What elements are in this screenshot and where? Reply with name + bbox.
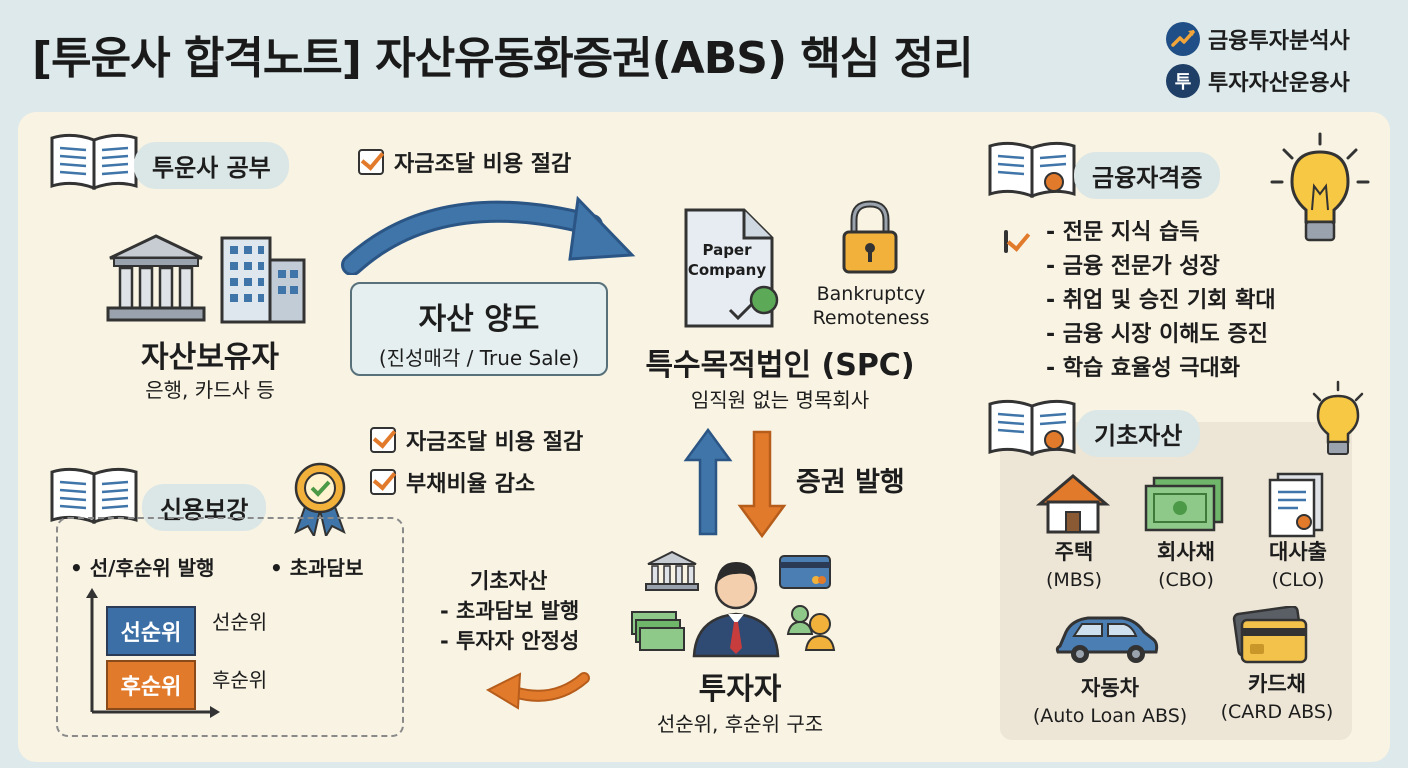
credit-enhancement-tag: 신용보강 (142, 484, 267, 531)
credit-card-icon (1232, 606, 1308, 664)
base-asset-return-arrow (485, 672, 590, 710)
asset-code: (CBO) (1158, 569, 1214, 591)
credit-bullet-2: • 초과담보 (270, 556, 364, 580)
asset-code: (Auto Loan ABS) (1032, 705, 1188, 727)
brand-name-2: 투자자산운용사 (1208, 71, 1350, 96)
certification-tag: 금융자격증 (1074, 152, 1221, 199)
check-funding-cost-mid: 자금조달 비용 절감 (370, 424, 583, 456)
securities-issue-label: 증권 발행 (796, 467, 905, 498)
asset-transfer-title: 자산 양도 (418, 302, 540, 337)
base-note-line-1: - 초과담보 발행 (440, 599, 580, 623)
paper-line-1: Paper (702, 241, 752, 259)
check-funding-cost-top: 자금조달 비용 절감 (358, 146, 571, 178)
asset-code: (MBS) (1046, 569, 1102, 591)
cert-item: - 금융 시장 이해도 증진 (1046, 322, 1268, 347)
certificate-book-icon (988, 141, 1076, 199)
bank-icon (106, 234, 206, 322)
open-book-icon (50, 467, 138, 525)
certificate-book-icon (988, 399, 1076, 457)
padlock-icon (842, 200, 898, 274)
spc-title: 특수목적법인 (SPC) (645, 348, 915, 383)
asset-corporate-bond: 회사채 (CBO) (1136, 538, 1236, 594)
check-debt-ratio: 부채비율 감소 (370, 466, 535, 498)
asset-holder-subtitle: 은행, 카드사 등 (145, 378, 275, 402)
spc-subtitle: 임직원 없는 명목회사 (690, 388, 870, 412)
investor-illustration (631, 550, 836, 658)
checkbox-icon (358, 149, 384, 175)
page-title: [투운사 합격노트] 자산유동화증권(ABS) 핵심 정리 (32, 33, 974, 84)
senior-label: 선순위 (212, 610, 268, 634)
base-note-title: 기초자산 (470, 569, 548, 593)
cert-item: - 금융 전문가 성장 (1046, 254, 1220, 279)
check-text: 부채비율 감소 (406, 472, 536, 497)
brand-logo-icon: 투 (1166, 64, 1200, 98)
asset-name: 주택 (1054, 540, 1094, 564)
asset-name: 자동차 (1081, 676, 1139, 700)
checkbox-icon (370, 469, 396, 495)
bond-certificate-icon (1144, 476, 1224, 532)
senior-tranche-bar: 선순위 (106, 606, 196, 656)
base-assets-tag: 기초자산 (1076, 410, 1201, 457)
asset-housing: 주택 (MBS) (1024, 538, 1124, 594)
certification-list: - 전문 지식 습득 - 금융 전문가 성장 - 취업 및 승진 기회 확대 -… (1046, 216, 1276, 386)
asset-auto: 자동차 (Auto Loan ABS) (1020, 674, 1200, 730)
investor-title: 투자자 (698, 672, 782, 707)
bankruptcy-remoteness-label: Bankruptcy Remoteness (796, 282, 946, 330)
credit-bullet-1: • 선/후순위 발행 (70, 556, 215, 580)
small-lightbulb-icon (1312, 380, 1364, 455)
check-text: 자금조달 비용 절감 (406, 430, 584, 455)
people-icon (786, 605, 836, 651)
brand-financial-analyst: 금융투자분석사 (1166, 22, 1350, 56)
open-book-icon (50, 133, 138, 191)
paper-line-2: Company (687, 261, 767, 279)
check-text: 자금조달 비용 절감 (394, 152, 572, 177)
house-icon (1036, 474, 1110, 534)
small-bank-icon (645, 550, 699, 591)
office-building-icon (220, 236, 306, 324)
brand-logo-char: 투 (1174, 72, 1192, 93)
certification-checkbox-icon (1004, 230, 1008, 253)
cert-item: - 전문 지식 습득 (1046, 220, 1200, 245)
lock-line-1: Bankruptcy (816, 283, 926, 305)
brand-investment-manager: 투 투자자산운용사 (1166, 64, 1350, 98)
cert-item: - 학습 효율성 극대화 (1046, 356, 1241, 381)
asset-code: (CLO) (1271, 569, 1325, 591)
tranche-axes (86, 588, 220, 718)
junior-label: 후순위 (212, 668, 268, 692)
asset-name: 회사채 (1157, 540, 1215, 564)
asset-transfer-arrow (341, 195, 636, 275)
asset-name: 대사출 (1269, 540, 1327, 564)
money-stack-icon (631, 611, 685, 651)
asset-transfer-subtitle: (진성매각 / True Sale) (378, 346, 580, 370)
asset-transfer-box: 자산 양도 (진성매각 / True Sale) (350, 282, 608, 376)
cert-item: - 취업 및 승진 기회 확대 (1046, 288, 1276, 313)
award-badge-icon (294, 462, 346, 536)
asset-name: 카드채 (1248, 672, 1306, 696)
growth-chart-logo-icon (1166, 22, 1200, 56)
junior-tranche-bar: 후순위 (106, 660, 196, 710)
securities-issue-arrows (683, 428, 787, 538)
paper-company-label: Paper Company (680, 240, 774, 280)
asset-code: (CARD ABS) (1220, 701, 1334, 723)
lock-line-2: Remoteness (812, 307, 930, 329)
credit-card-small-icon (779, 555, 831, 589)
asset-loan: 대사출 (CLO) (1248, 538, 1348, 594)
lightbulb-icon (1270, 132, 1370, 242)
study-tag: 투운사 공부 (134, 142, 289, 189)
paper-document-icon (684, 208, 779, 328)
checkbox-icon (370, 427, 396, 453)
base-asset-note: 기초자산 - 초과담보 발행 - 투자자 안정성 (440, 566, 579, 656)
brand-name-1: 금융투자분석사 (1208, 29, 1350, 54)
investor-subtitle: 선순위, 후순위 구조 (656, 712, 824, 736)
asset-card: 카드채 (CARD ABS) (1202, 670, 1352, 726)
car-icon (1055, 616, 1159, 663)
credit-enhancement-box (56, 517, 404, 737)
asset-holder-title: 자산보유자 (141, 340, 279, 375)
loan-document-icon (1268, 472, 1324, 538)
base-note-line-2: - 투자자 안정성 (440, 629, 580, 653)
